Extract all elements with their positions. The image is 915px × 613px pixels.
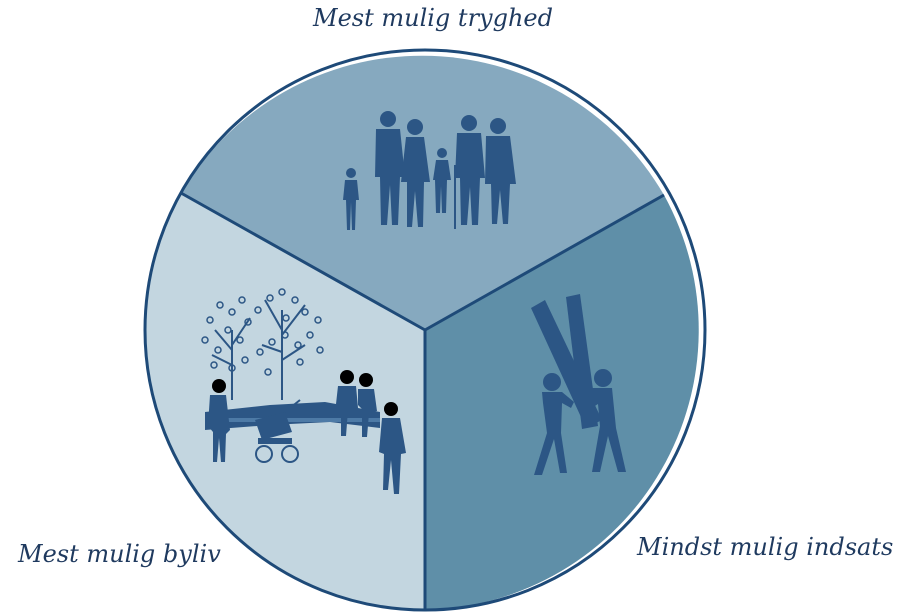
wheel-outline: [143, 48, 707, 612]
segment-city-life: [145, 193, 426, 610]
family-walking-icon: [343, 111, 516, 230]
segment-label-city-life: Mest mulig byliv: [18, 540, 221, 568]
workers-carrying-beam-icon: [531, 294, 626, 475]
segment-label-effort: Mindst mulig indsats: [637, 533, 894, 561]
segment-label-safety: Mest mulig tryghed: [313, 4, 553, 32]
divider-line: [180, 191, 426, 332]
park-bench-city-life-icon: [201, 288, 406, 494]
divider-line: [424, 193, 665, 332]
